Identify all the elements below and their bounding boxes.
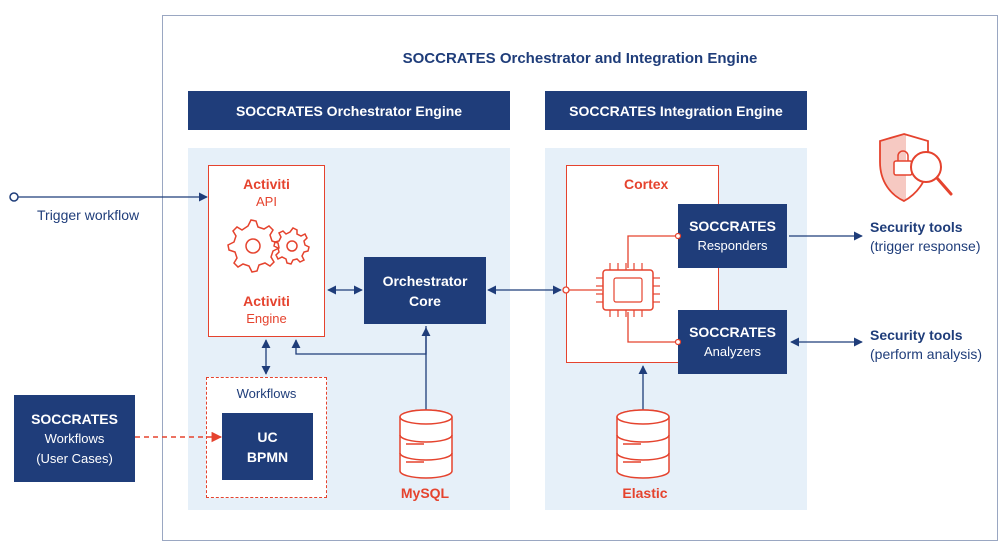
security-tools-analysis-line1: Security tools [870, 327, 963, 343]
security-tools-analysis: Security tools (perform analysis) [870, 326, 998, 364]
soccrates-workflows-line1: SOCCRATES [31, 410, 118, 427]
diagram-title: SOCCRATES Orchestrator and Integration E… [402, 50, 758, 67]
responders-box: SOCCRATES Responders [678, 204, 787, 268]
analyzers-line2: Analyzers [703, 344, 762, 359]
chip-icon [596, 263, 660, 317]
security-tools-response-line1: Security tools [870, 219, 963, 235]
integration-engine-header: SOCCRATES Integration Engine [545, 91, 807, 130]
soccrates-workflows-box: SOCCRATES Workflows (User Cases) [14, 395, 135, 482]
orchestrator-core-box: Orchestrator Core [364, 257, 486, 324]
outer-frame [162, 15, 998, 541]
soccrates-workflows-line3: (User Cases) [36, 450, 113, 466]
elastic-label: Elastic [622, 485, 668, 501]
analyzers-line1: SOCCRATES [689, 324, 776, 340]
mysql-label: MySQL [400, 485, 450, 501]
orchestrator-core-line2: Core [409, 292, 441, 309]
security-tools-analysis-line2: (perform analysis) [870, 346, 983, 362]
chip-wiring [569, 235, 678, 343]
uc-bpmn-line2: BPMN [246, 448, 289, 465]
trigger-workflow-label: Trigger workflow [37, 207, 140, 223]
activiti-api-line1: Activiti [243, 176, 290, 192]
orchestrator-core-line1: Orchestrator [382, 272, 468, 289]
magnifier-icon [910, 151, 953, 196]
database-icon [616, 409, 670, 479]
activiti-api-line2: API [256, 194, 277, 209]
security-tools-response: Security tools (trigger response) [870, 218, 998, 256]
activiti-engine-line2: Engine [246, 311, 287, 326]
uc-bpmn-line1: UC [257, 428, 278, 445]
security-tools-response-line2: (trigger response) [870, 238, 981, 254]
responders-line2: Responders [697, 238, 768, 253]
trigger-workflow-arrow [9, 192, 208, 202]
database-icon [399, 409, 453, 479]
uc-bpmn-box: UC BPMN [222, 413, 313, 480]
core-activiti-elbow [291, 326, 427, 355]
activiti-engine-line1: Activiti [243, 293, 290, 309]
analyzers-box: SOCCRATES Analyzers [678, 310, 787, 374]
cortex-label: Cortex [624, 176, 669, 192]
soccrates-workflows-line2: Workflows [44, 430, 105, 446]
gears-icon [227, 219, 310, 273]
responders-line1: SOCCRATES [689, 218, 776, 234]
orchestrator-engine-header: SOCCRATES Orchestrator Engine [188, 91, 510, 130]
workflows-label: Workflows [236, 386, 297, 401]
